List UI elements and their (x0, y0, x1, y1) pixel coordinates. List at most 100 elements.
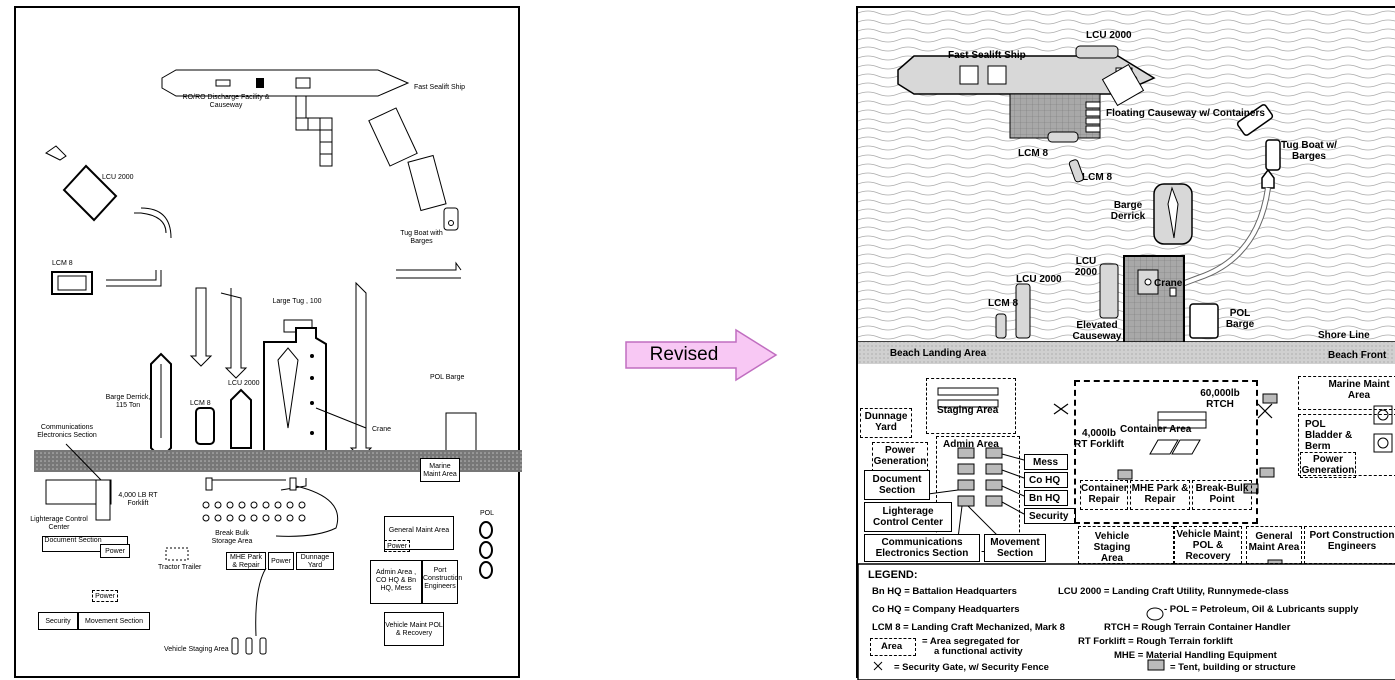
label-lcm8: LCM 8 (52, 260, 73, 267)
label-rt-forklift: 4,000lb RT Forklift (1074, 428, 1124, 450)
lcm8-shapes (1047, 131, 1085, 183)
beach-strip-shape (858, 342, 1395, 364)
label-lighterage: Lighterage Control Center (873, 506, 943, 528)
fast-sealift-ship-shape (161, 69, 410, 97)
general-maint-box: General Maint Area (384, 516, 454, 550)
label-bn-hq: Bn HQ (1029, 493, 1061, 504)
mhe-box: MHE Park & Repair (226, 552, 266, 570)
label-shore-line: Shore Line (1318, 330, 1370, 341)
label-lcm8-c: LCM 8 (988, 298, 1018, 309)
legend-rt-forklift: RT Forklift = Rough Terrain forklift (1078, 636, 1233, 647)
power-box-3: Power (384, 540, 410, 552)
label-marine: Marine Maint Area (423, 463, 457, 478)
label-movement: Movement Section (85, 618, 143, 625)
legend-lcm8: LCM 8 = Landing Craft Mechanized, Mark 8 (872, 622, 1065, 633)
marine-maint-zone: Marine Maint Area (1298, 376, 1395, 410)
crane-pier-shape (263, 327, 327, 459)
security-box: Security (38, 612, 78, 630)
label-co-hq: Co HQ (1029, 475, 1061, 486)
revised-layout-drawing (857, 8, 1395, 680)
legend-tent: = Tent, building or structure (1170, 662, 1296, 673)
label-vehicle-maint: Vehicle Maint POL & Recovery (385, 622, 443, 637)
label-security: Security (1029, 511, 1069, 522)
label-dunnage: Dunnage Yard (300, 554, 330, 569)
legend-rtch: RTCH = Rough Terrain Container Handler (1104, 622, 1291, 633)
label-comms: Communications Electronics Section (37, 424, 97, 439)
power-box-1: Power (100, 544, 130, 558)
label-lcu2000-b: LCU 2000 (228, 380, 260, 387)
label-lcm8-a: LCM 8 (1018, 148, 1048, 159)
label-vehicle-maint: Vehicle Maint POL & Recovery (1176, 529, 1240, 562)
revised-layout-panel: LCU 2000 Fast Sealift Ship Floating Caus… (856, 6, 1395, 680)
floating-causeway-shape (1009, 93, 1101, 139)
tug-barges-shape (368, 107, 459, 231)
power-box-4: Power (92, 590, 118, 602)
label-admin-area: Admin Area (943, 439, 999, 450)
label-admin: Admin Area , CO HQ & Bn HQ, Mess (375, 569, 417, 592)
label-power-2: Power (271, 558, 291, 565)
container-area-zone (1074, 380, 1258, 524)
label-barge-derrick: Barge Derrick, 115 Ton (105, 394, 151, 409)
label-pol: POL (480, 510, 495, 517)
barge-derrick-shape (1153, 183, 1193, 245)
legend-title: LEGEND: (868, 569, 918, 581)
original-layout-panel: Fast Sealift Ship RO/RO Discharge Facili… (14, 6, 522, 678)
label-crane: Crane (372, 426, 392, 433)
legend-pol: - POL = Petroleum, Oil & Lubricants supp… (1164, 604, 1359, 615)
revised-arrow: Revised (625, 328, 778, 382)
label-mess: Mess (1033, 457, 1059, 468)
label-general-maint: General Maint Area (1248, 531, 1300, 553)
label-tractor: Tractor Trailer (158, 564, 202, 571)
legend-lcu2000: LCU 2000 = Landing Craft Utility, Runnym… (1058, 586, 1289, 597)
mess-box: Mess (1024, 454, 1068, 470)
power-gen-zone-2: Power Generation (1300, 452, 1356, 478)
admin-box: Admin Area , CO HQ & Bn HQ, Mess (370, 560, 422, 604)
label-comms: Communications Electronics Section (875, 537, 969, 559)
document-section-box: Document Section (864, 470, 930, 500)
label-dunnage: Dunnage Yard (864, 411, 908, 433)
label-lcu2000-mid: LCU 2000 (1074, 256, 1098, 278)
label-power-gen: Power Generation (873, 445, 927, 467)
port-construction-zone: Port Construction Engineers (1304, 526, 1395, 564)
container-blocks (1149, 411, 1207, 455)
power-box-2: Power (268, 552, 294, 570)
label-movement: Movement Section (990, 537, 1040, 559)
co-hq-box: Co HQ (1024, 472, 1068, 488)
label-container-area: Container Area (1120, 424, 1192, 435)
label-tug: Tug Boat w/ Barges (1281, 140, 1337, 162)
label-barge-derrick: Barge Derrick (1110, 200, 1146, 222)
lcu2000-left-shape (1015, 283, 1031, 339)
label-lcu2000-a: LCU 2000 (102, 174, 134, 181)
label-marine: Marine Maint Area (1328, 379, 1390, 401)
original-layout-drawing (34, 69, 522, 655)
comms-box: Communications Electronics Section (864, 534, 980, 562)
lcu2000-mid-shape (1099, 263, 1119, 319)
label-floating-causeway: Floating Causeway w/ Containers (1106, 108, 1265, 119)
label-large-tug: Large Tug , 100 (272, 298, 322, 305)
port-box: Port Construction Engineers (422, 560, 462, 604)
label-staging-area: Staging Area (937, 405, 999, 416)
label-pol-bladder: POL Bladder & Berm (1305, 419, 1353, 452)
legend-area-word: Area (881, 641, 903, 652)
legend-gate: = Security Gate, w/ Security Fence (894, 662, 1049, 673)
barge-derrick-shape (150, 352, 172, 460)
label-lightering: Lighterage Control Center (30, 516, 88, 531)
beach-strip-shape (34, 450, 522, 472)
dunnage-yard-zone: Dunnage Yard (860, 408, 912, 438)
label-elevated: Elevated Causeway (1072, 320, 1122, 342)
label-forklift: 4,000 LB RT Forklift (118, 492, 158, 507)
general-maint-zone: General Maint Area (1246, 526, 1302, 564)
marine-maint-box: Marine Maint Area (420, 458, 460, 482)
pol-bladder-zone: POL Bladder & Berm (1298, 414, 1395, 476)
label-beach-front: Beach Front (1328, 350, 1387, 361)
security-gates (1053, 403, 1273, 419)
power-generation-zone: Power Generation (872, 442, 928, 472)
bn-hq-box: Bn HQ (1024, 490, 1068, 506)
label-document: Document Section (872, 474, 922, 496)
label-pol-barge: POL Barge (1225, 308, 1255, 330)
label-pol-barge: POL Barge (430, 374, 465, 381)
label-fast-sealift-ship: Fast Sealift Ship (414, 84, 465, 91)
label-power-1: Power (105, 548, 125, 555)
staging-area-zone: Staging Area (926, 378, 1016, 434)
label-general: General Maint Area (388, 527, 450, 534)
